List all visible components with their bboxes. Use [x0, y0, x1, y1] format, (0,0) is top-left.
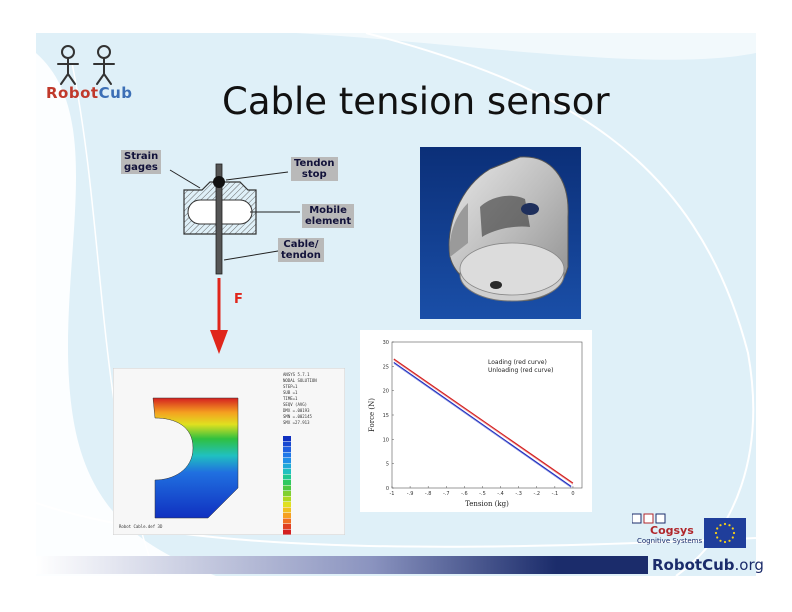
- y-tick-label: 30: [383, 340, 389, 346]
- x-tick-label: -.6: [461, 491, 468, 497]
- chart-series-line-1: [393, 361, 572, 488]
- x-tick-label: -.2: [533, 491, 540, 497]
- y-tick-label: 0: [386, 486, 389, 492]
- y-tick-label: 15: [383, 413, 389, 419]
- chart-ylabel: Force (N): [368, 398, 376, 432]
- eu-star-icon: [714, 531, 718, 535]
- eu-flag-icon: [704, 518, 746, 548]
- x-tick-label: -.9: [407, 491, 414, 497]
- footer-org-name: RobotCub.org: [652, 556, 764, 574]
- label-strain-gages: Strain gages: [121, 150, 162, 174]
- force-label: F: [234, 292, 243, 307]
- x-tick-label: -.8: [425, 491, 432, 497]
- fem-legend-line: SMN =.002145: [283, 414, 312, 419]
- cogsys-logo-icon: [632, 513, 666, 524]
- tension-force-chart: -1 -.9 -.8 -.7 -.6 -.5 -.4 -.3 -.2 -.1 0 0 5 10 15 20 25…: [360, 330, 592, 512]
- fem-colorbar-swatch: [283, 480, 291, 485]
- y-tick-label: 5: [386, 462, 389, 468]
- fem-legend-line: TIME=1: [283, 396, 298, 401]
- eu-star-icon: [719, 539, 722, 542]
- robotcub-logo-icon: [57, 45, 115, 85]
- y-tick-label: 20: [383, 389, 389, 395]
- fem-colorbar-swatch: [283, 507, 291, 513]
- fem-colorbar-swatch: [283, 513, 291, 518]
- fem-legend-line: ANSYS 5.7.1: [283, 372, 310, 377]
- fem-legend-line: SMX =27.913: [283, 420, 310, 425]
- cogsys-name: Cogsys: [650, 524, 694, 537]
- label-mobile-element: Mobile element: [302, 204, 355, 228]
- fem-legend-line: SUB =1: [283, 390, 298, 395]
- slide-decor: [36, 33, 756, 576]
- chart-axes: -1 -.9 -.8 -.7 -.6 -.5 -.4 -.3 -.2 -.1 0 0 5 10 15 20 25…: [383, 340, 583, 497]
- chart-legend-loading: Loading (red curve): [488, 359, 547, 366]
- label-cable-tendon: Cable/ tendon: [278, 238, 324, 262]
- fem-colorbar-swatch: [283, 458, 291, 463]
- label-tendon-stop: Tendon stop: [291, 157, 338, 181]
- x-tick-label: -.5: [479, 491, 486, 497]
- eu-star-icon: [719, 524, 722, 527]
- fem-legend-line: DMX =.00193: [283, 408, 310, 413]
- x-tick-label: -.3: [515, 491, 522, 497]
- chart-series-band-1: [393, 363, 572, 488]
- eu-star-icon: [723, 522, 727, 526]
- eu-star-icon: [728, 524, 731, 527]
- robotcub-logo-text: RobotCub: [46, 84, 133, 102]
- fem-colorbar-swatch: [283, 469, 291, 474]
- fem-legend-line: SEQV (AVG): [283, 402, 307, 407]
- chart-xlabel: Tension (kg): [465, 500, 509, 508]
- fem-colorbar-swatch: [283, 452, 291, 458]
- eu-star-icon: [731, 536, 734, 539]
- eu-star-icon: [723, 540, 727, 544]
- chart-series-band-0: [393, 360, 574, 485]
- x-tick-label: -.1: [552, 491, 559, 497]
- fem-colorbar-swatch: [283, 485, 291, 491]
- fem-colorbar-swatch: [283, 518, 291, 524]
- x-tick-label: -.7: [443, 491, 450, 497]
- fem-colorbar-swatch: [283, 524, 291, 529]
- eu-star-icon: [732, 531, 736, 535]
- y-tick-label: 25: [383, 364, 389, 370]
- fem-colorbar-swatch: [283, 502, 291, 507]
- fem-colorbar-swatch: [283, 491, 291, 496]
- eu-star-icon: [716, 527, 719, 530]
- eu-star-icon: [716, 536, 719, 539]
- chart-series: [393, 358, 574, 488]
- fem-colorbar-swatch: [283, 447, 291, 452]
- sensor-diagram: [169, 163, 300, 354]
- eu-star-icon: [731, 527, 734, 530]
- fem-footer-text: Robot Cable.def 3D: [119, 524, 163, 529]
- fem-colorbar-swatch: [283, 441, 291, 447]
- fem-colorbar-swatch: [283, 474, 291, 480]
- y-tick-label: 10: [383, 437, 389, 443]
- footer-bar: [36, 556, 648, 574]
- cad-render-image: [420, 147, 581, 319]
- fem-colorbar-swatch: [283, 463, 291, 469]
- x-tick-label: 0: [571, 491, 574, 497]
- fem-colorbar-swatch: [283, 436, 291, 441]
- eu-star-icon: [728, 539, 731, 542]
- fem-legend-line: STEP=1: [283, 384, 298, 389]
- cogsys-subtitle: Cognitive Systems: [637, 537, 703, 545]
- chart-series-line-0: [393, 358, 574, 484]
- fem-colorbar-swatch: [283, 529, 291, 535]
- x-tick-label: -.4: [497, 491, 504, 497]
- fem-legend-line: NODAL SOLUTION: [283, 378, 317, 383]
- chart-legend-unloading: Unloading (red curve): [488, 367, 553, 374]
- fem-colorbar: [283, 436, 291, 535]
- x-tick-label: -1: [390, 491, 395, 497]
- fem-colorbar-swatch: [283, 496, 291, 502]
- slide-title: Cable tension sensor: [222, 80, 610, 123]
